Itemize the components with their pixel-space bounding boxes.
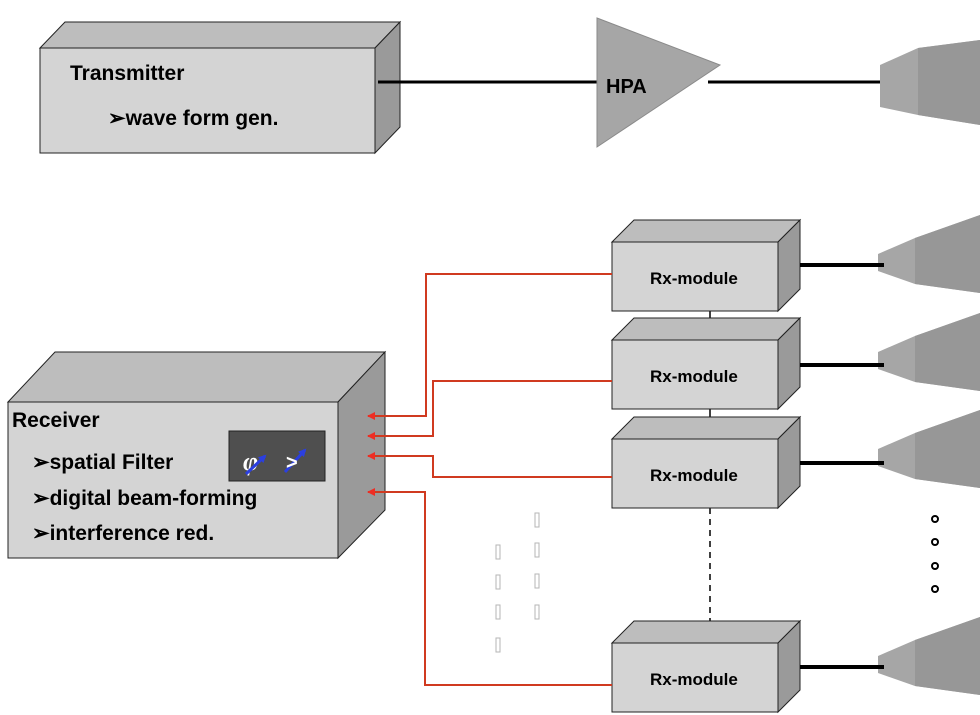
rx-module-label: Rx-module — [650, 670, 738, 689]
transmitter-box: Transmitter ➢wave form gen. — [38, 20, 402, 155]
rx-module-2: Rx-module — [610, 316, 802, 411]
horn-antenna-1 — [878, 215, 980, 293]
horn-antenna-3 — [878, 410, 980, 488]
rx-module-label: Rx-module — [650, 269, 738, 288]
transmitter-item: ➢wave form gen. — [108, 107, 278, 130]
antenna-ellipsis-dots — [931, 515, 939, 593]
phase-arrow-icon — [244, 454, 267, 476]
rx-module-4: Rx-module — [610, 619, 802, 714]
signal-route-1 — [367, 273, 612, 420]
receiver-item-spatial-filter: ➢spatial Filter — [32, 451, 173, 474]
horn-antenna-4 — [878, 617, 980, 695]
horn-antenna-tx — [880, 40, 980, 125]
hpa-amplifier: HPA — [596, 17, 722, 148]
rx-module-3: Rx-module — [610, 415, 802, 510]
rx-module-label: Rx-module — [650, 367, 738, 386]
rx-module-1: Rx-module — [610, 218, 802, 313]
horn-antenna-2 — [878, 313, 980, 391]
receiver-item-interference: ➢interference red. — [32, 522, 214, 545]
transmitter-title: Transmitter — [70, 62, 184, 85]
signal-route-2 — [367, 380, 612, 440]
receiver-title: Receiver — [12, 409, 100, 432]
signal-route-3 — [367, 452, 612, 478]
greater-than-symbol: > — [286, 452, 298, 474]
signal-route-4 — [367, 488, 612, 686]
receiver-box: Receiver ➢spatial Filter ➢digital beam-f… — [6, 350, 387, 560]
signal-routes — [367, 273, 612, 686]
placeholder-glyphs — [495, 512, 540, 653]
spatial-filter-panel: φ > — [228, 430, 326, 482]
receiver-item-beam-forming: ➢digital beam-forming — [32, 487, 257, 510]
hpa-label: HPA — [606, 76, 647, 98]
rx-module-label: Rx-module — [650, 466, 738, 485]
phi-symbol: φ — [243, 447, 258, 476]
direction-arrow-icon — [283, 448, 307, 474]
